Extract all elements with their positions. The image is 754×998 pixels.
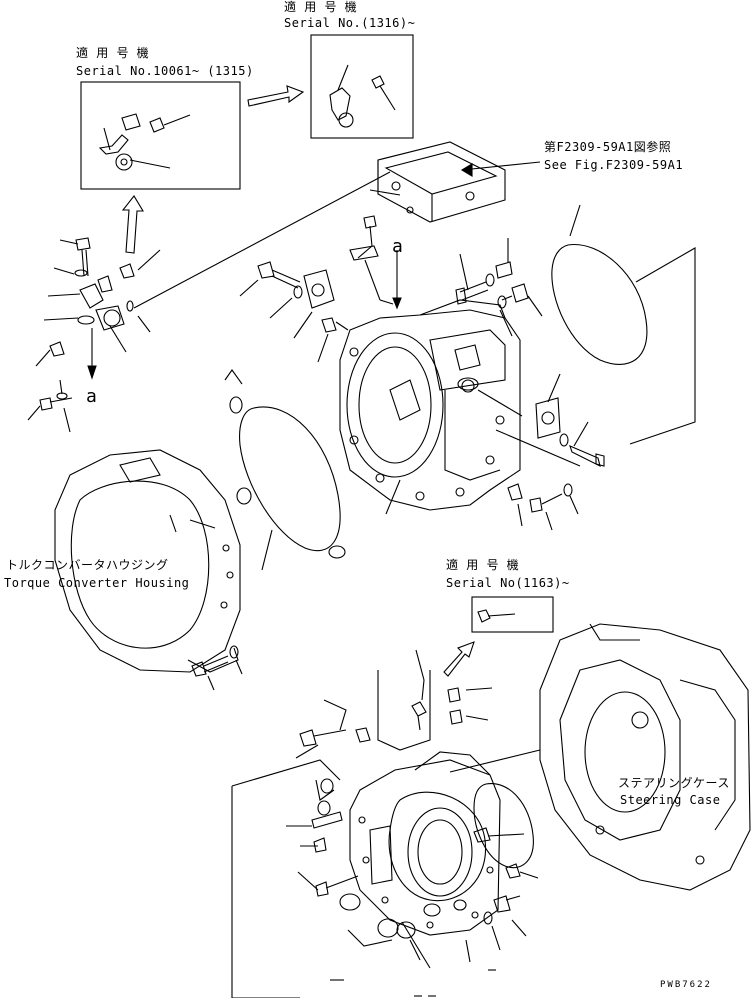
see-fig-label: See Fig.F2309-59A1 xyxy=(544,158,684,172)
serial-mid-jp-label: 適 用 号 機 xyxy=(446,558,520,572)
inset-old-switch xyxy=(98,113,191,171)
marker-a-left: a xyxy=(86,386,98,407)
see-fig-jp-label: 第F2309-59A1図参照 xyxy=(544,140,672,154)
inset-small-bolt xyxy=(477,609,516,623)
torque-converter-housing xyxy=(54,449,241,673)
serial-top-label: Serial No.(1316)~ xyxy=(284,16,416,30)
bolt-torque-housing-lower xyxy=(191,645,243,691)
bolt-group-upper-left xyxy=(27,171,391,433)
serial-top-jp-label: 適 用 号 機 xyxy=(284,0,358,14)
serial-left-jp-label: 適 用 号 機 xyxy=(76,46,150,60)
center-housing-upper xyxy=(339,299,521,511)
bolt-group-upper-right xyxy=(455,238,543,337)
gasket-upper-left xyxy=(224,369,346,571)
steering-case-label: Steering Case xyxy=(620,793,721,807)
bottom-marks xyxy=(330,969,496,997)
arrow-up-to-serial-1163 xyxy=(443,641,475,677)
valve-cover xyxy=(369,141,506,223)
inset-new-switch xyxy=(329,64,396,128)
torque-converter-jp-label: トルクコンバータハウジング xyxy=(6,558,169,572)
arrow-up-to-old-serial xyxy=(121,195,144,254)
gasket-upper-right xyxy=(551,204,696,445)
arrow-right-to-new-serial xyxy=(247,85,305,107)
bolt-group-center-right xyxy=(385,373,605,531)
bolt-group-lower xyxy=(231,649,541,998)
inset-box-serial-1316 xyxy=(310,34,414,139)
steering-case-jp-label: ステアリングケース xyxy=(618,776,730,790)
inset-box-serial-1163 xyxy=(471,596,554,633)
steering-case xyxy=(539,623,751,891)
see-fig-leader xyxy=(460,161,541,177)
lower-center-housing xyxy=(349,751,501,936)
serial-mid-label: Serial No(1163)~ xyxy=(446,576,570,590)
marker-a-top: a xyxy=(392,236,404,257)
inset-box-serial-10061 xyxy=(80,81,241,190)
serial-left-label: Serial No.10061~ (1315) xyxy=(76,64,254,78)
torque-converter-label: Torque Converter Housing xyxy=(4,576,190,590)
drawing-code: PWB7622 xyxy=(660,980,712,990)
bolt-group-upper-center xyxy=(239,215,402,363)
gasket-lower xyxy=(473,783,534,869)
